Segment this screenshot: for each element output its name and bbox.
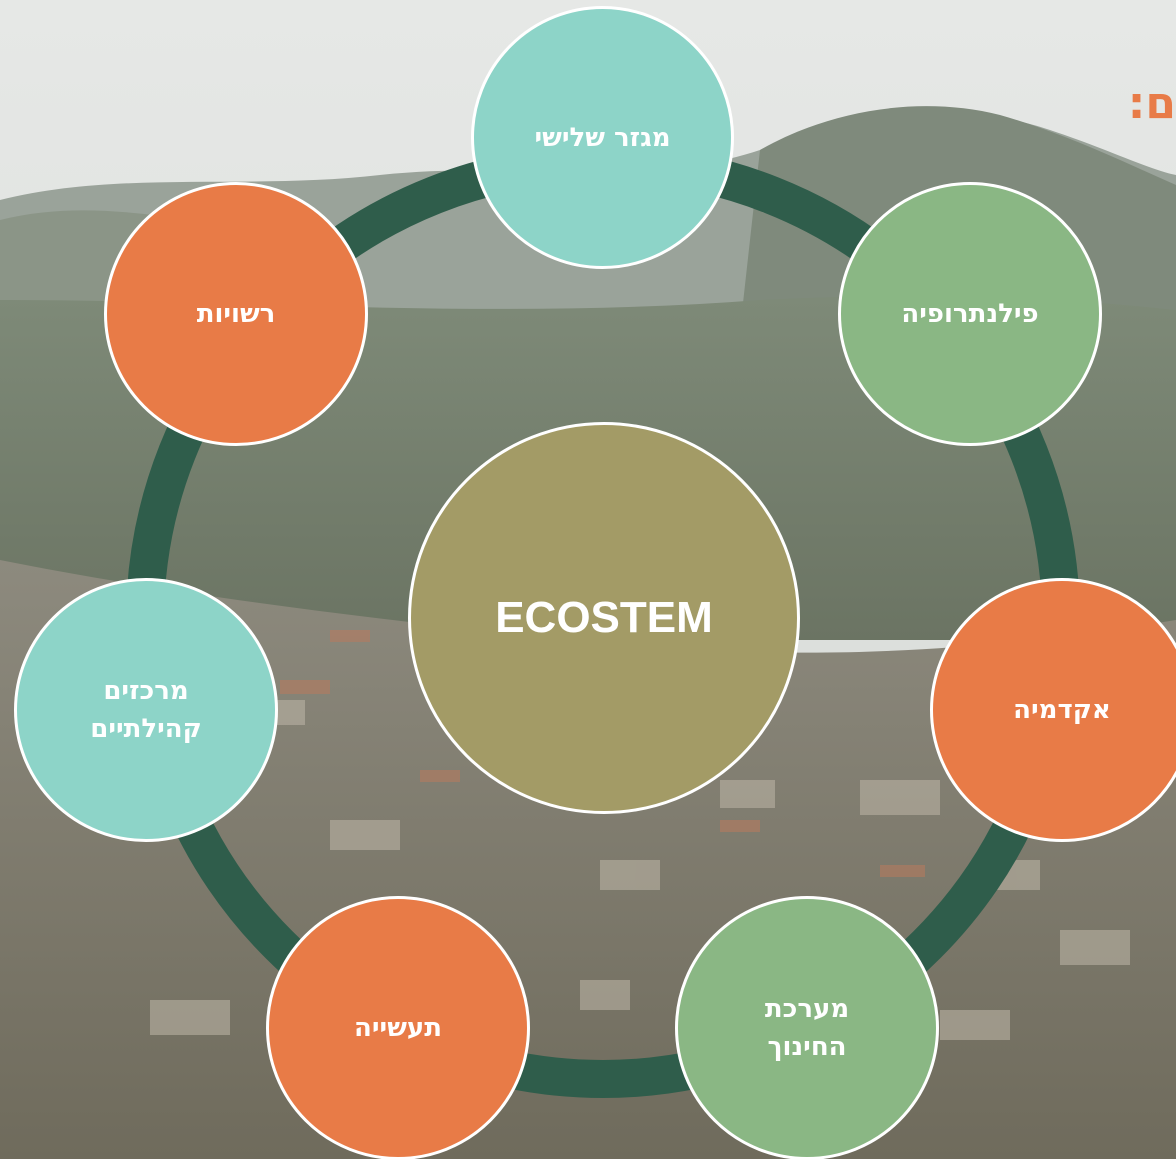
center-circle-ecostem: ECOSTEM <box>408 422 800 814</box>
node-industry: תעשייה <box>266 896 530 1159</box>
node-education-system: מערכת החינוך <box>675 896 939 1159</box>
node-authorities: רשויות <box>104 182 368 446</box>
slide-title-fragment: ם: <box>1127 78 1176 129</box>
node-academia: אקדמיה <box>930 578 1176 842</box>
node-philanthropy: פילנתרופיה <box>838 182 1102 446</box>
node-community-centers: מרכזים קהילתיים <box>14 578 278 842</box>
node-third-sector: מגזר שלישי <box>471 6 734 269</box>
